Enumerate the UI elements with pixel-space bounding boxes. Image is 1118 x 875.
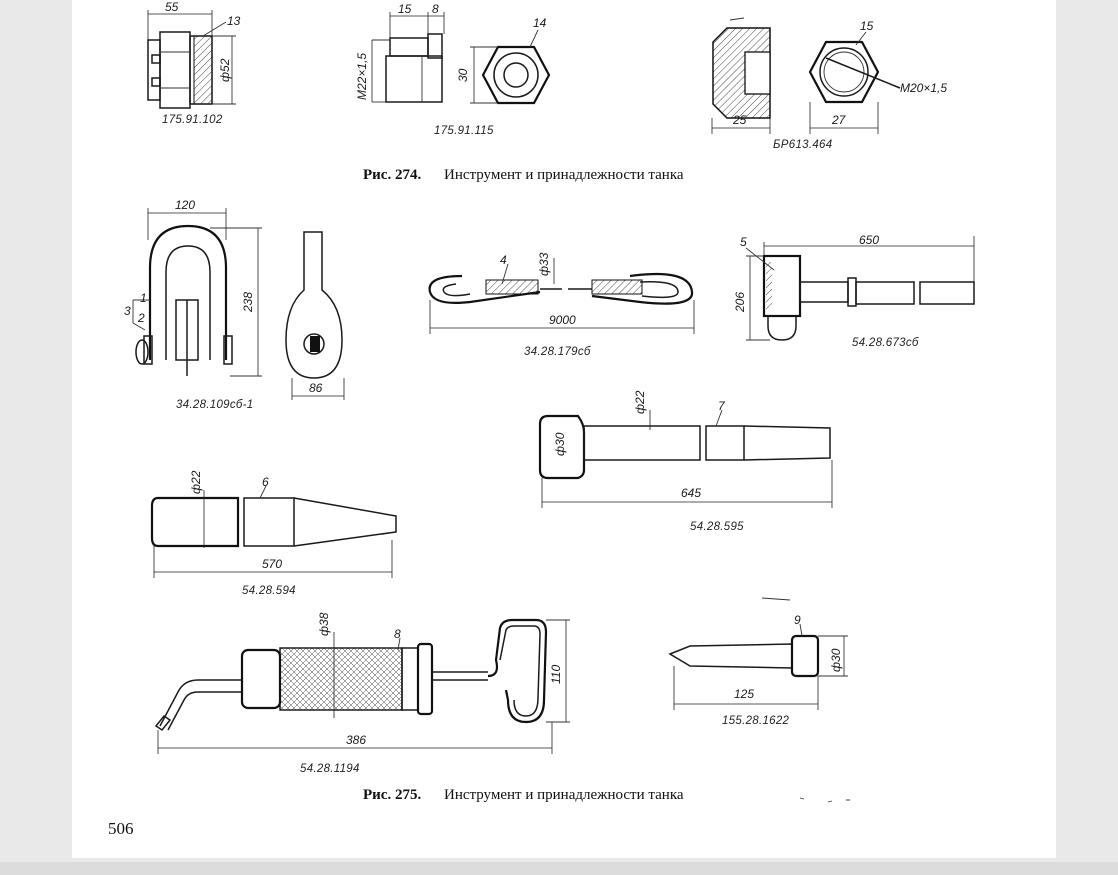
part-13-drawing — [147, 10, 236, 109]
shackle-part1-number: 1 — [140, 291, 147, 305]
part-14-code: 175.91.115 — [434, 125, 494, 137]
part-13-number: 13 — [227, 14, 241, 28]
print-speck-marks — [799, 797, 850, 803]
bar-7-number: 7 — [718, 399, 726, 413]
part-15-code: БР613.464 — [773, 139, 832, 151]
shackle-part2-number: 2 — [137, 311, 145, 325]
drift-number: 9 — [794, 613, 801, 627]
shackle-group-number: 3 — [124, 304, 131, 318]
bar-6-code: 54.28.594 — [242, 585, 296, 597]
grease-gun-diameter-dim: ф38 — [317, 612, 331, 636]
page-number: 506 — [108, 819, 134, 838]
grease-gun-height-dim: 110 — [549, 665, 563, 684]
cable-diameter-dim: ф33 — [537, 252, 551, 276]
part-15-drawing — [711, 17, 901, 134]
part-14-dim-b: 8 — [432, 2, 439, 16]
shackle-side-dim: 86 — [309, 381, 323, 395]
cable-code: 34.28.179сб — [524, 346, 591, 358]
drift-drawing — [668, 597, 848, 710]
grease-gun-length-dim: 386 — [346, 733, 366, 747]
fig275-caption-text: Инструмент и принадлежности танка — [444, 787, 684, 803]
part-13-code: 175.91.102 — [162, 114, 223, 126]
shackle-width-dim: 120 — [175, 198, 195, 212]
bar-7-length-dim: 645 — [681, 486, 701, 500]
fig274-caption-number: Рис. 274. — [363, 167, 421, 183]
cable-drawing — [428, 258, 695, 334]
wrench-length-dim: 650 — [859, 233, 879, 247]
bar-7-drawing — [538, 409, 833, 508]
shackle-code: 34.28.109сб-1 — [176, 399, 254, 411]
part-14-drawing — [371, 12, 551, 105]
grease-gun-drawing — [154, 618, 570, 754]
part-14-thread-dim: M22×1,5 — [355, 53, 369, 100]
bar-6-drawing — [150, 485, 397, 578]
wrench-code: 54.28.673сб — [852, 337, 919, 349]
part-14-number: 14 — [533, 16, 547, 30]
part-13-width-dim: 55 — [165, 0, 179, 14]
drift-diameter-dim: ф30 — [829, 648, 843, 672]
bar-6-diameter-dim: ф22 — [189, 470, 203, 494]
grease-gun-number: 8 — [394, 627, 401, 641]
bar-6-number: 6 — [262, 475, 269, 489]
fig275-caption-number: Рис. 275. — [363, 787, 421, 803]
page-separator — [0, 862, 1118, 875]
grease-gun-code: 54.28.1194 — [300, 763, 360, 775]
bar-7-shaft-diameter-dim: ф22 — [633, 390, 647, 414]
drift-code: 155.28.1622 — [722, 715, 790, 727]
shackle-drawing — [132, 208, 345, 400]
part-14-dim-a: 15 — [398, 2, 412, 16]
bar-6-length-dim: 570 — [262, 557, 282, 571]
cable-number: 4 — [500, 253, 507, 267]
document-page — [72, 0, 1056, 858]
shackle-height-dim: 238 — [241, 292, 255, 313]
wrench-height-dim: 206 — [733, 292, 747, 313]
cable-length-dim: 9000 — [549, 313, 576, 327]
bar-7-head-diameter-dim: ф30 — [553, 432, 567, 456]
part-15-number: 15 — [860, 19, 874, 33]
wrench-drawing — [745, 236, 975, 341]
part-15-thread-dim: M20×1,5 — [900, 81, 947, 95]
fig274-caption-text: Инструмент и принадлежности танка — [444, 167, 684, 183]
part-14-height-dim: 30 — [456, 68, 470, 82]
bar-7-code: 54.28.595 — [690, 521, 744, 533]
part-15-width2-dim: 27 — [831, 113, 847, 127]
drift-length-dim: 125 — [734, 687, 754, 701]
wrench-number: 5 — [740, 235, 747, 249]
part-13-diameter-dim: ф52 — [218, 58, 232, 82]
part-15-width1-dim: 25 — [732, 113, 747, 127]
